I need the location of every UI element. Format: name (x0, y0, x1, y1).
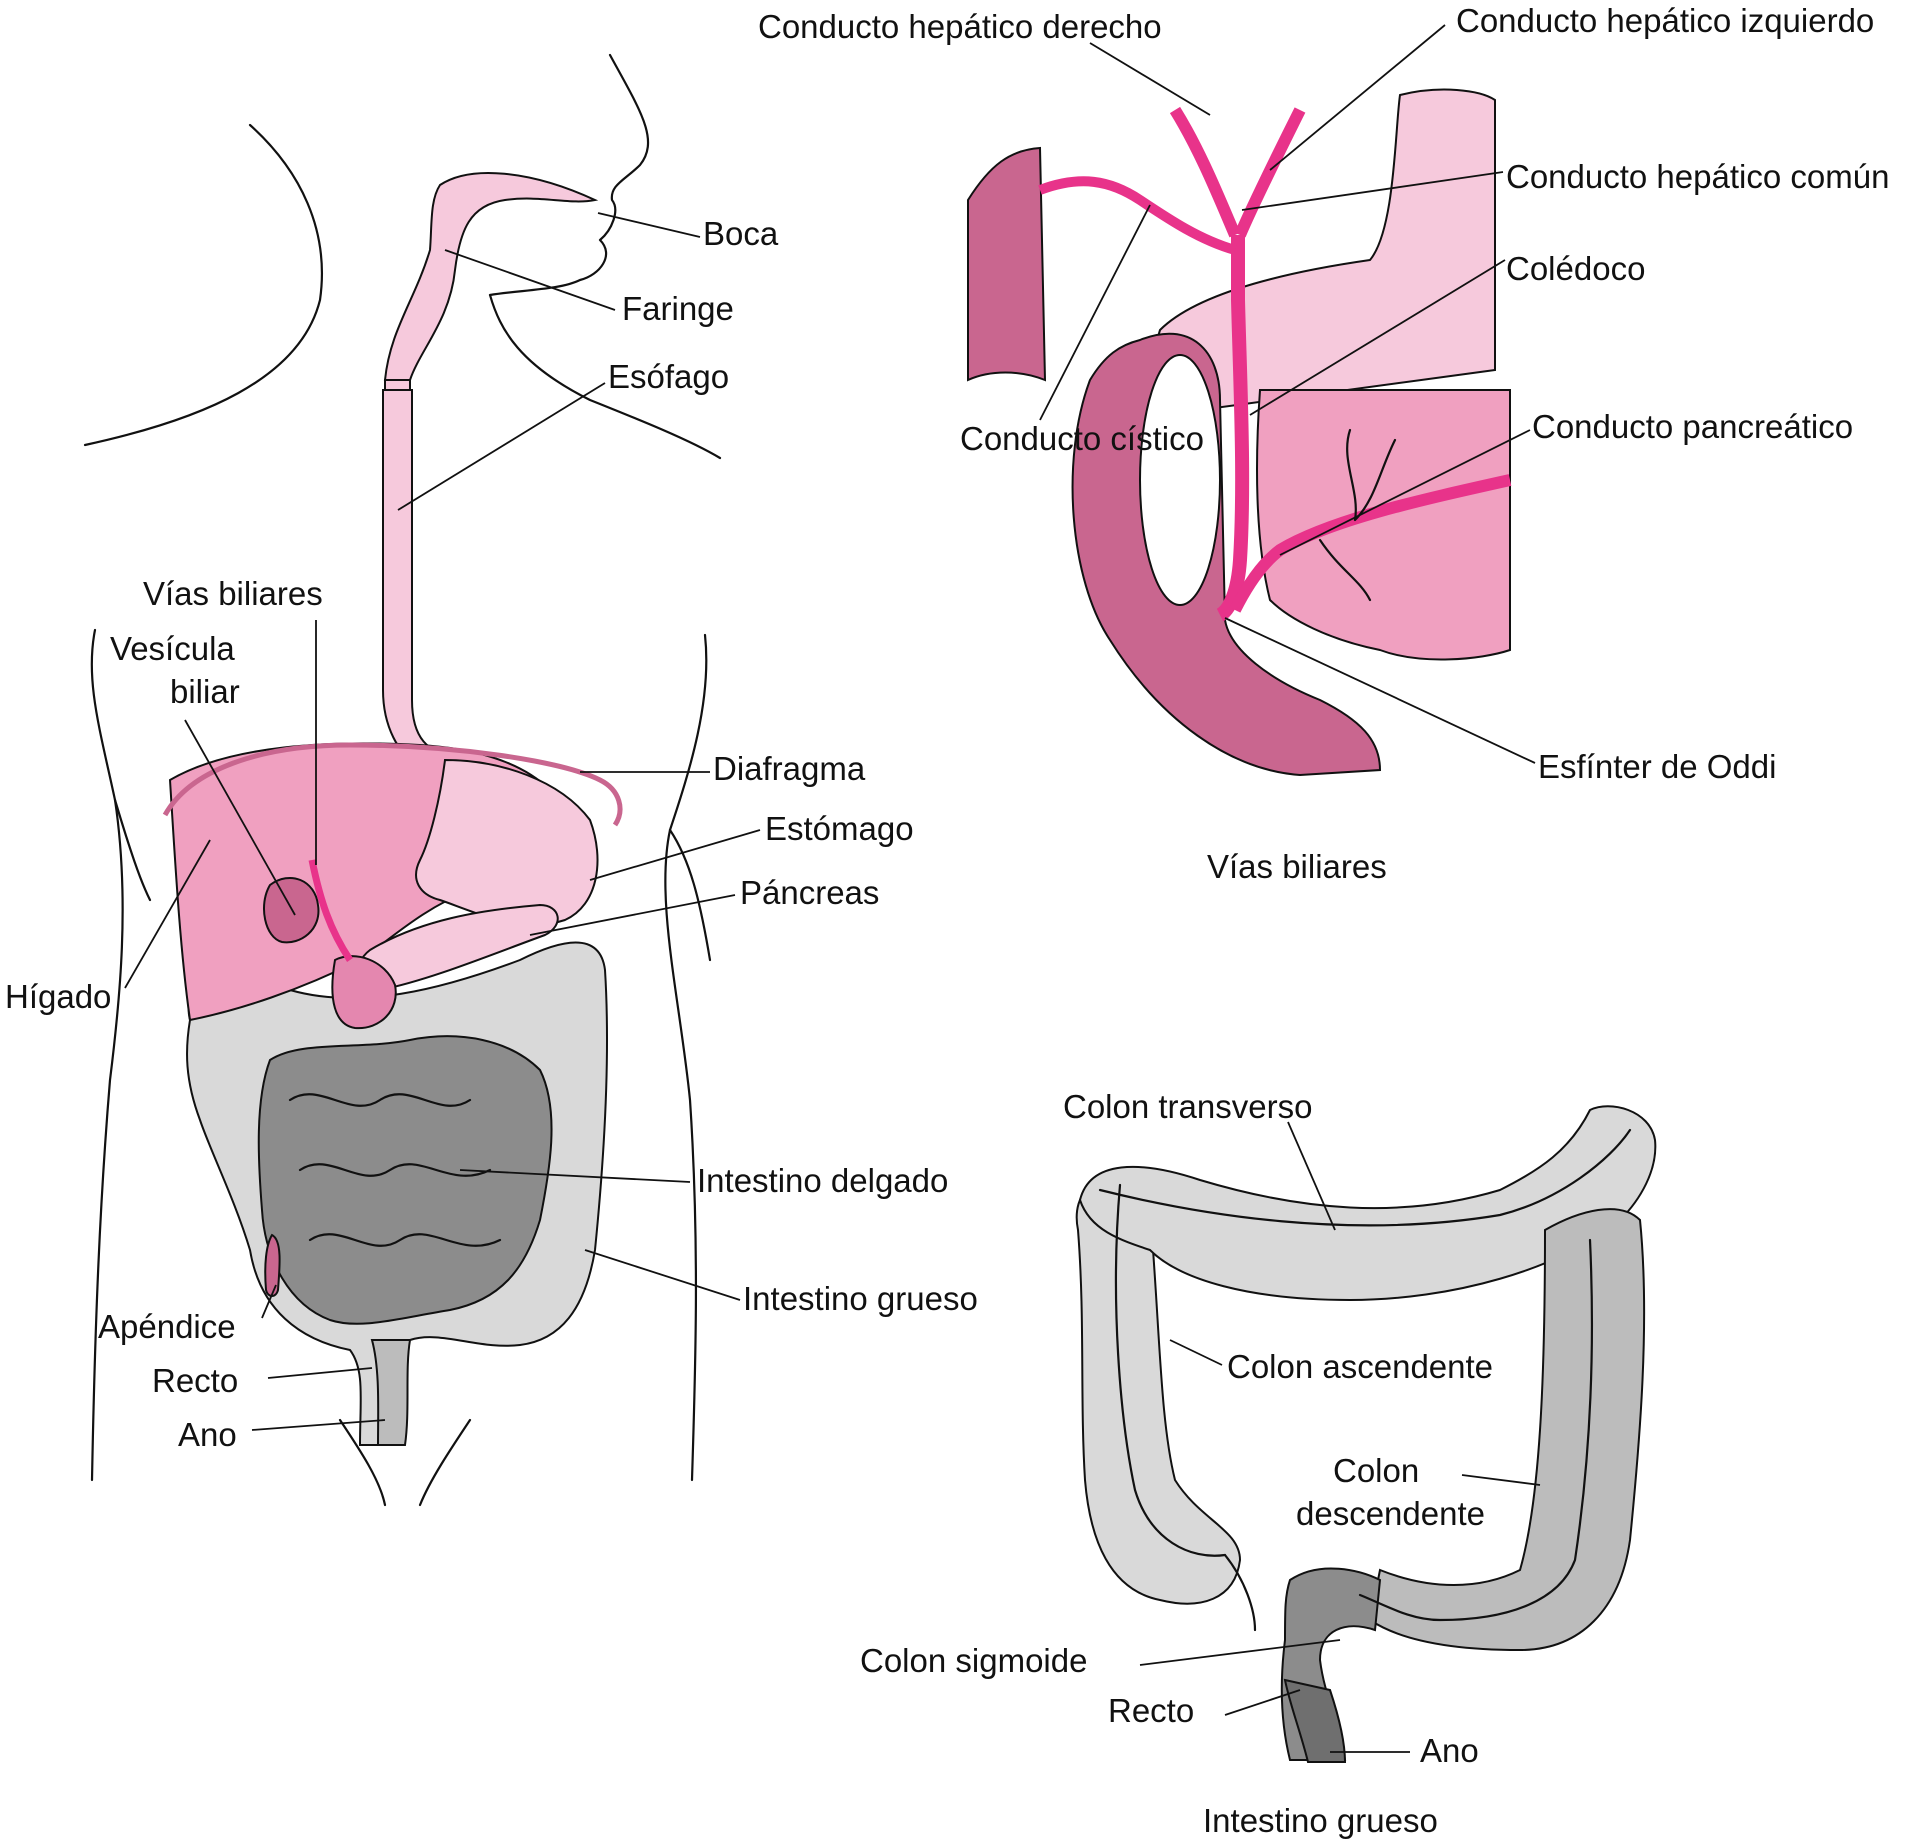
leader-colon-recto (1224, 1689, 1301, 1716)
label-ascendente: Colon ascendente (1227, 1348, 1493, 1385)
body-outline-left-arm (113, 798, 152, 902)
biliary-leaders (1039, 24, 1536, 764)
label-hepatico-derecho: Conducto hepático derecho (758, 8, 1162, 45)
biliary-pancreas (1256, 389, 1511, 661)
label-diafragma: Diafragma (713, 750, 866, 787)
body-outline-right-torso (664, 633, 708, 1482)
label-coledoco: Colédoco (1506, 250, 1645, 287)
colon-leaders (1139, 1121, 1541, 1753)
leader-vesicula (184, 719, 296, 916)
appendix-shape (264, 1233, 281, 1297)
colon-appendix (1223, 1553, 1257, 1632)
biliary-duct-cystic (1038, 176, 1237, 255)
leader-hepatico-izquierdo (1269, 24, 1446, 171)
bile-duct-shape (308, 859, 353, 962)
leader-estomago (589, 829, 761, 881)
colon-figure (1075, 1105, 1657, 1763)
leader-sigmoide (1139, 1639, 1341, 1666)
rectum-shape (370, 1339, 412, 1446)
label-sigmoide: Colon sigmoide (860, 1642, 1087, 1679)
leader-transverso (1287, 1121, 1336, 1231)
biliary-labels: Conducto hepático derecho Conducto hepát… (758, 2, 1889, 885)
colon-labels: Colon transverso Colon ascendente Colon … (860, 1088, 1493, 1839)
label-recto: Recto (152, 1362, 238, 1399)
label-vias-biliares: Vías biliares (143, 575, 323, 612)
label-colon-recto: Recto (1108, 1692, 1194, 1729)
small-intestine-shape (257, 1035, 553, 1325)
body-labels: Boca Faringe Esófago Vías biliares Vesíc… (5, 215, 978, 1453)
leader-descendente (1461, 1474, 1541, 1486)
label-hepatico-izquierdo: Conducto hepático izquierdo (1456, 2, 1874, 39)
colon-descending-shape (1368, 1208, 1646, 1652)
body-figure (83, 53, 722, 1507)
leader-higado (124, 839, 211, 989)
label-ano: Ano (178, 1416, 237, 1453)
leader-ano (251, 1419, 386, 1431)
label-pancreatico: Conducto pancreático (1532, 408, 1853, 445)
leader-hepatico-derecho (1089, 42, 1211, 116)
leader-hepatico-comun (1241, 171, 1504, 211)
label-oddi: Esfínter de Oddi (1538, 748, 1776, 785)
body-leaders (124, 212, 761, 1431)
biliary-liver-left (967, 146, 1047, 382)
label-intestino-delgado: Intestino delgado (697, 1162, 948, 1199)
label-higado: Hígado (5, 978, 111, 1015)
label-esofago: Esófago (608, 358, 729, 395)
gallbladder-shape (263, 876, 320, 944)
colon-rectum-shape (1283, 1678, 1347, 1763)
label-transverso: Colon transverso (1063, 1088, 1312, 1125)
stomach-shape (415, 758, 599, 926)
leader-faringe (444, 249, 616, 311)
label-colon-ano: Ano (1420, 1732, 1479, 1769)
label-vesicula-line1: Vesícula (110, 630, 235, 667)
biliary-duct-right (1169, 106, 1241, 238)
leader-intestino-delgado (459, 1169, 691, 1183)
esophagus-tube (382, 389, 453, 772)
colon-caption: Intestino grueso (1203, 1802, 1438, 1839)
label-vesicula-line2: biliar (170, 673, 240, 710)
diaphragm-shape (162, 742, 623, 827)
small-intestine-coils (288, 1093, 502, 1247)
label-descendente-line1: Colon (1333, 1452, 1419, 1489)
biliary-duct-left (1234, 107, 1306, 238)
label-intestino-grueso: Intestino grueso (743, 1280, 978, 1317)
biliary-duodenal-lumen (1139, 354, 1221, 606)
leader-cistico (1039, 204, 1151, 421)
biliary-figure (967, 88, 1512, 777)
label-descendente-line2: descendente (1296, 1495, 1485, 1532)
label-hepatico-comun: Conducto hepático común (1506, 158, 1889, 195)
leader-pancreas (529, 894, 736, 936)
body-outline-right-arm (668, 828, 712, 962)
leader-esofago (397, 382, 606, 511)
leader-boca (597, 212, 701, 238)
label-faringe: Faringe (622, 290, 734, 327)
label-apendice: Apéndice (98, 1308, 236, 1345)
pharynx-shape (383, 172, 599, 381)
body-outline-shoulders (83, 123, 324, 447)
leader-apendice (261, 1284, 277, 1319)
label-cistico: Conducto cístico (960, 420, 1204, 457)
biliary-duct-pancreatic (1229, 474, 1512, 613)
leader-ascendente (1169, 1339, 1223, 1366)
leader-coledoco (1249, 259, 1506, 416)
label-boca: Boca (703, 215, 779, 252)
leader-oddi (1224, 617, 1536, 764)
label-estomago: Estómago (765, 810, 914, 847)
colon-transverse-shape (1078, 1105, 1657, 1302)
biliary-caption: Vías biliares (1207, 848, 1387, 885)
colon-taenia (1098, 1128, 1632, 1622)
leader-recto (267, 1367, 373, 1379)
leader-intestino-grueso (584, 1249, 741, 1301)
body-outline-left-torso (90, 628, 124, 1482)
body-outline-neck-right (488, 293, 722, 460)
biliary-duct-common (1215, 235, 1250, 622)
body-outline-groin (338, 1418, 472, 1507)
label-pancreas: Páncreas (740, 874, 879, 911)
leader-pancreatico (1279, 429, 1531, 556)
duodenum-shape (331, 955, 397, 1030)
